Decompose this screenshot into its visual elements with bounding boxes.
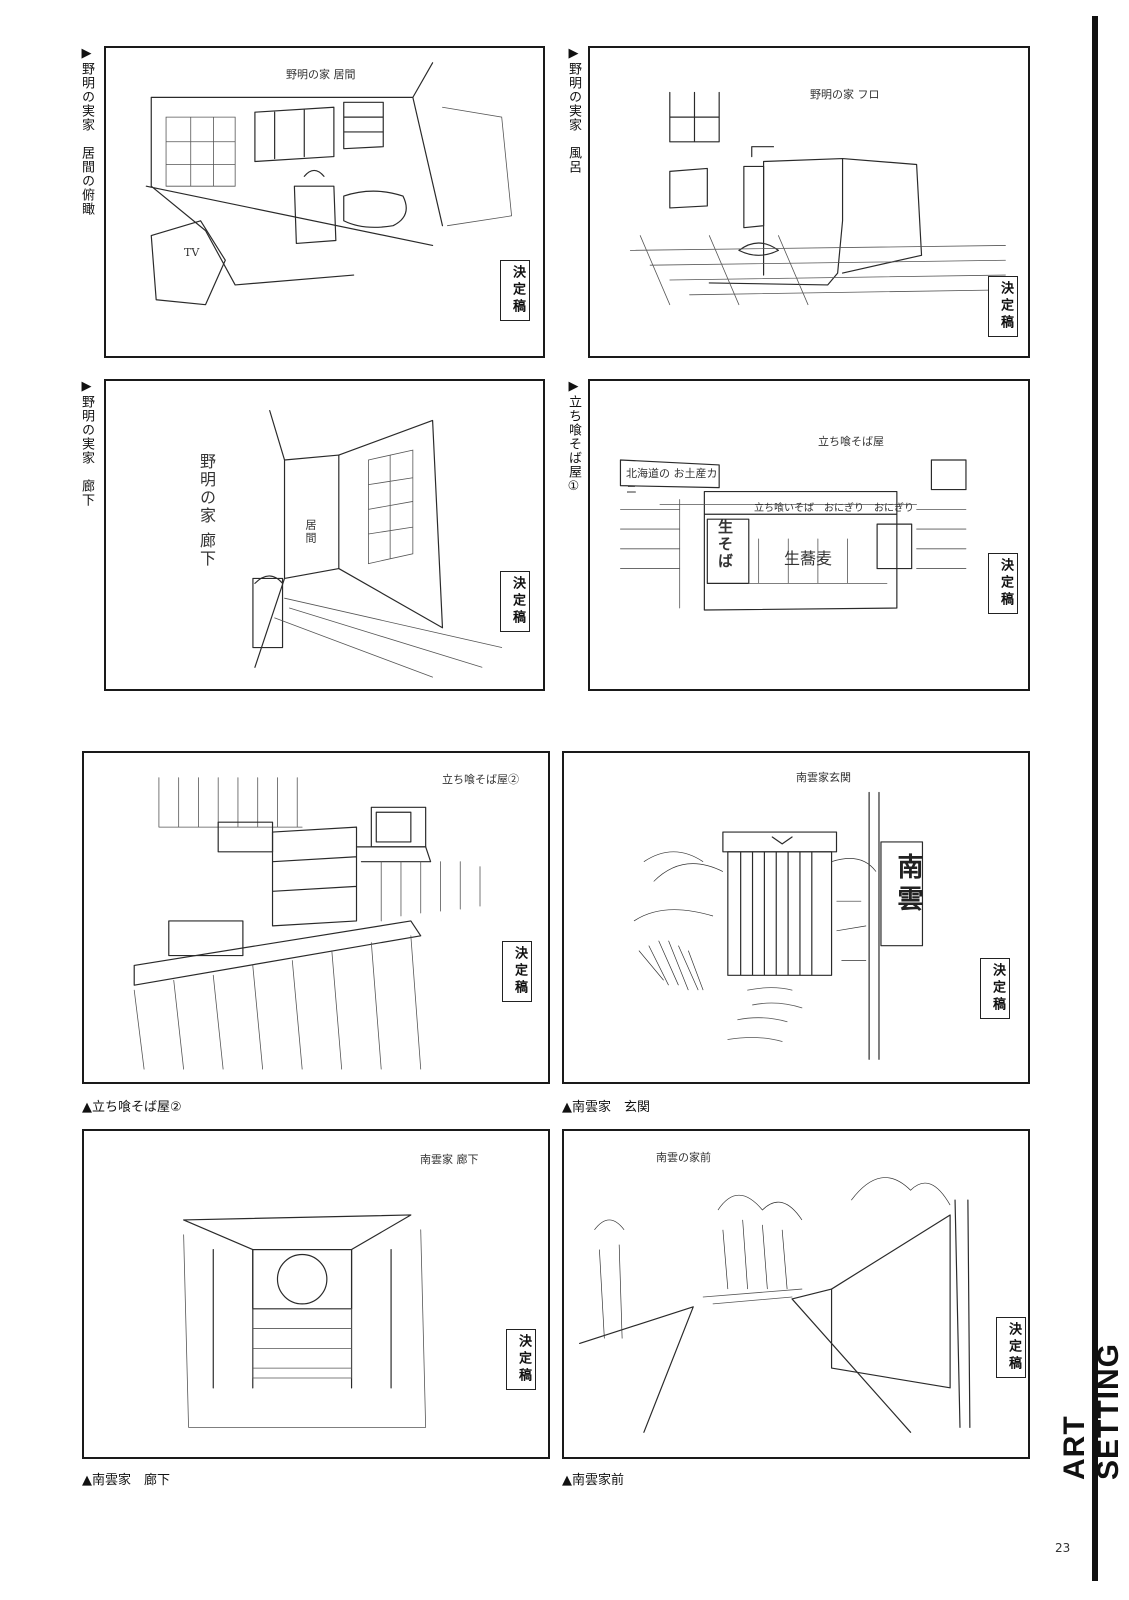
soba-shop-exterior-sketch [619, 459, 967, 611]
page-number: 23 [1055, 1541, 1071, 1555]
nagumo-hallway-sketch [183, 1214, 427, 1428]
panel-1-stamp: 決定稿 [500, 260, 530, 321]
panel-8-stamp: 決定稿 [996, 1317, 1026, 1378]
panel-2-bath: 野明の家 フロ 決定稿 [588, 46, 1030, 358]
panel-6-caption: ▲南雲家 玄関 [562, 1100, 650, 1115]
panel-6-nagumo-entrance: 南雲家玄関 南雲 決定稿 [562, 751, 1030, 1084]
right-edge-bar [1092, 16, 1098, 1581]
panel-4-caption: ▶立ち喰そば屋① [566, 379, 581, 495]
panel-6-note: 南雲家玄関 [796, 771, 851, 784]
panel-1-living-room: 野明の家 居間 TV 決定稿 [104, 46, 545, 358]
hallway-sketch [252, 410, 503, 678]
house-front-sketch [579, 1177, 971, 1433]
section-title: ART SETTING [1058, 1342, 1125, 1480]
tv-label: TV [184, 246, 200, 259]
entrance-sketch [633, 791, 924, 1060]
panel-4-note: 立ち喰そば屋 [818, 435, 884, 448]
panel-8-nagumo-front: 南雲の家前 決定稿 [562, 1129, 1030, 1459]
panel-3-note: 野明の家 廊下 [197, 453, 216, 569]
panel-5-caption: ▲立ち喰そば屋② [82, 1100, 182, 1115]
panel-4-stamp: 決定稿 [988, 553, 1018, 614]
panel-3-hallway: 野明の家 廊下 居間 決定稿 [104, 379, 545, 691]
sign-top: 北海道の お土産カニ [626, 467, 718, 496]
panel-3-caption: ▶野明の実家 廊下 [79, 379, 94, 507]
panel-4-soba-shop-1: 立ち喰そば屋 北海道の お土産カニ 立ち喰いそば おにぎり おにぎり 生そば 生… [588, 379, 1030, 691]
panel-5-stamp: 決定稿 [502, 941, 532, 1002]
living-room-sketch [145, 62, 513, 306]
ima-label: 居間 [304, 519, 317, 545]
panel-7-caption: ▲南雲家 廊下 [82, 1473, 170, 1488]
shop-sign: 生そば [716, 519, 734, 570]
panel-5-soba-shop-2: 立ち喰そば屋② 決定稿 [82, 751, 550, 1084]
bath-sketch [629, 91, 1006, 306]
soba-shop-interior-sketch [133, 777, 481, 1070]
panel-2-caption: ▶野明の実家 風呂 [566, 46, 581, 174]
panel-7-stamp: 決定稿 [506, 1329, 536, 1390]
panel-6-stamp: 決定稿 [980, 958, 1010, 1019]
panel-8-caption: ▲南雲家前 [562, 1473, 624, 1488]
panel-8-note: 南雲の家前 [656, 1151, 711, 1164]
shop-sign-2: 生蕎麦 [784, 549, 833, 568]
nameplate: 南雲 [893, 853, 923, 917]
sign-main: 立ち喰いそば おにぎり おにぎり [754, 503, 914, 514]
panel-7-note: 南雲家 廊下 [420, 1153, 479, 1166]
panel-2-note: 野明の家 フロ [810, 88, 880, 101]
panel-2-stamp: 決定稿 [988, 276, 1018, 337]
panel-1-caption: ▶野明の実家 居間の俯瞰 [79, 46, 94, 216]
panel-7-nagumo-hallway: 南雲家 廊下 決定稿 [82, 1129, 550, 1459]
panel-1-note: 野明の家 居間 [286, 68, 356, 81]
panel-5-note: 立ち喰そば屋② [442, 773, 519, 786]
panel-3-stamp: 決定稿 [500, 571, 530, 632]
